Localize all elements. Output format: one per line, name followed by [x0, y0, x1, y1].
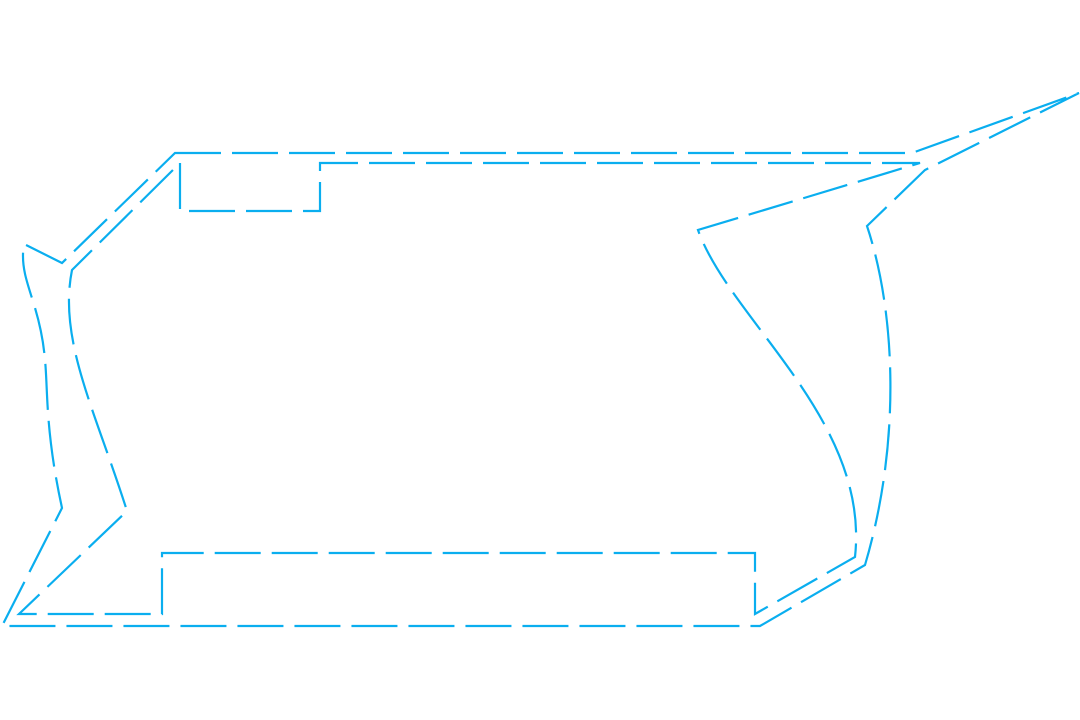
outer-outline [0, 91, 1080, 628]
inner-outline [16, 160, 921, 616]
